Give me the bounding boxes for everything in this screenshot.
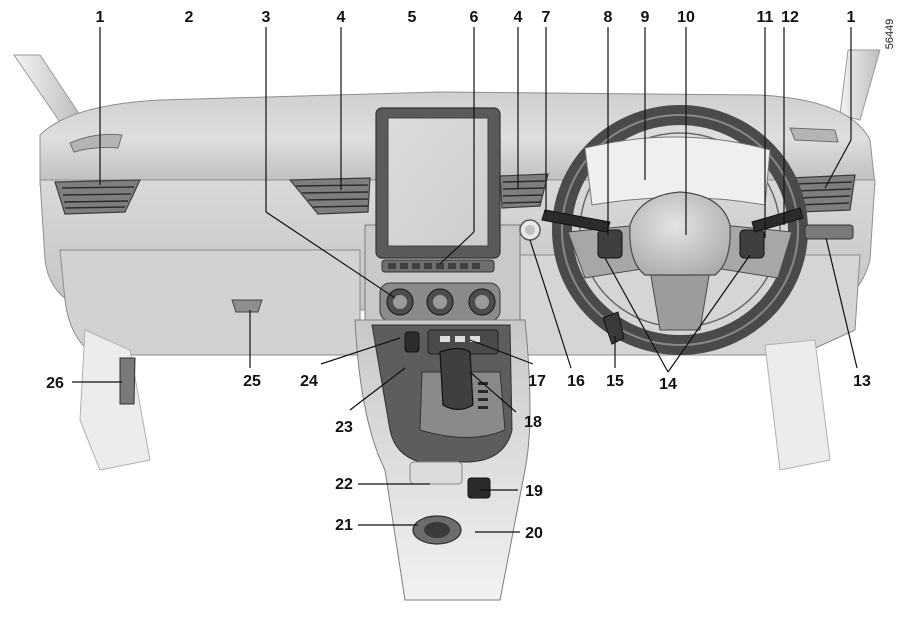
callout-11: 11 bbox=[757, 9, 774, 26]
right-footwell bbox=[764, 339, 831, 471]
callout-labels: 1 2 3 4 5 6 4 7 8 9 10 11 12 1 13 14 15 … bbox=[46, 9, 871, 542]
left-a-pillar bbox=[13, 54, 83, 126]
shortcut-buttons bbox=[388, 263, 480, 269]
multimedia-screen bbox=[387, 117, 489, 247]
callout-14: 14 bbox=[659, 376, 677, 393]
center-left-vent bbox=[288, 177, 371, 215]
callout-6: 6 bbox=[470, 9, 479, 26]
right-defrost-vent bbox=[789, 127, 839, 143]
callout-20: 20 bbox=[525, 525, 543, 542]
callout-7: 7 bbox=[542, 9, 551, 26]
callout-22: 22 bbox=[335, 476, 353, 493]
callout-24: 24 bbox=[300, 373, 318, 390]
callout-4-right: 4 bbox=[514, 9, 523, 26]
right-wheel-controls bbox=[739, 229, 765, 259]
left-wheel-controls bbox=[597, 229, 623, 259]
callout-9: 9 bbox=[641, 9, 650, 26]
gear-selector bbox=[439, 347, 474, 411]
leader-lines bbox=[72, 27, 858, 533]
callout-16: 16 bbox=[567, 373, 585, 390]
callout-19: 19 bbox=[525, 483, 543, 500]
callout-23: 23 bbox=[335, 419, 353, 436]
callout-21: 21 bbox=[335, 517, 353, 534]
callout-1: 1 bbox=[96, 9, 105, 26]
callout-17: 17 bbox=[528, 373, 546, 390]
lower-left-panel bbox=[59, 249, 361, 356]
drive-mode-switch bbox=[467, 477, 491, 499]
glovebox-handle bbox=[231, 299, 263, 313]
lighting-stalk bbox=[541, 209, 611, 233]
callout-1-right: 1 bbox=[847, 9, 856, 26]
center-right-vent bbox=[499, 173, 549, 209]
storage-tray bbox=[409, 461, 463, 485]
right-a-pillar bbox=[839, 49, 881, 121]
reference-code: 56449 bbox=[884, 19, 896, 50]
callout-25: 25 bbox=[243, 373, 261, 390]
callout-2: 2 bbox=[185, 9, 194, 26]
left-side-vent bbox=[54, 179, 141, 215]
callout-15: 15 bbox=[606, 373, 624, 390]
callout-26: 26 bbox=[46, 375, 64, 392]
right-switch-panel bbox=[804, 224, 854, 240]
bonnet-release-lever bbox=[119, 357, 136, 405]
callout-18: 18 bbox=[524, 414, 542, 431]
steering-wheel-hub bbox=[629, 191, 731, 276]
steering-wheel-lower-spoke bbox=[649, 269, 711, 331]
callout-12: 12 bbox=[781, 9, 799, 26]
callout-4: 4 bbox=[337, 9, 346, 26]
left-defrost-vent bbox=[69, 133, 123, 153]
callout-13: 13 bbox=[853, 373, 871, 390]
callout-10: 10 bbox=[677, 9, 695, 26]
callout-3: 3 bbox=[262, 9, 271, 26]
callout-8: 8 bbox=[604, 9, 613, 26]
steering-adjust-lever bbox=[602, 311, 625, 345]
electronic-parking-brake-switch bbox=[404, 331, 420, 353]
callout-5: 5 bbox=[408, 9, 417, 26]
